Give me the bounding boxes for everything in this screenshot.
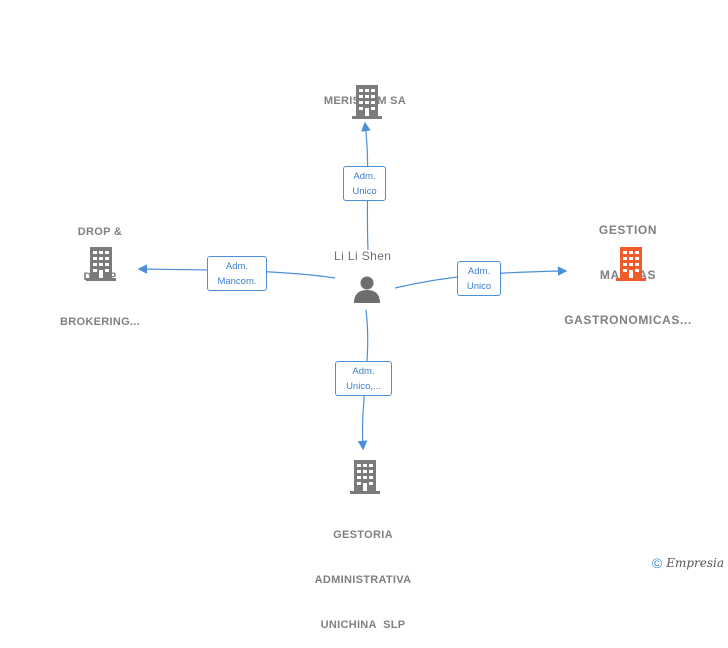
- building-icon-top[interactable]: [350, 83, 384, 119]
- building-icon-left[interactable]: [84, 245, 118, 281]
- relation-tag-top[interactable]: Adm.Unico: [343, 166, 386, 201]
- person-name[interactable]: Li Li Shen: [334, 249, 392, 263]
- person-icon[interactable]: [352, 274, 382, 304]
- relation-tag-bottom[interactable]: Adm.Unico,...: [335, 361, 392, 396]
- building-icon-right[interactable]: [614, 245, 648, 281]
- relation-tag-left[interactable]: Adm.Mancom.: [207, 256, 267, 291]
- relation-tag-right[interactable]: Adm.Unico: [457, 261, 501, 296]
- company-label-right[interactable]: GESTION MARCAS GASTRONOMICAS...: [564, 223, 692, 327]
- company-label-bottom[interactable]: GESTORIA ADMINISTRATIVA UNICHINA SLP: [314, 529, 412, 631]
- footer-brand: © Empresia: [652, 555, 724, 571]
- building-icon-bottom[interactable]: [348, 458, 382, 494]
- copyright-icon: ©: [651, 555, 663, 571]
- brand-name[interactable]: Empresia: [666, 556, 724, 570]
